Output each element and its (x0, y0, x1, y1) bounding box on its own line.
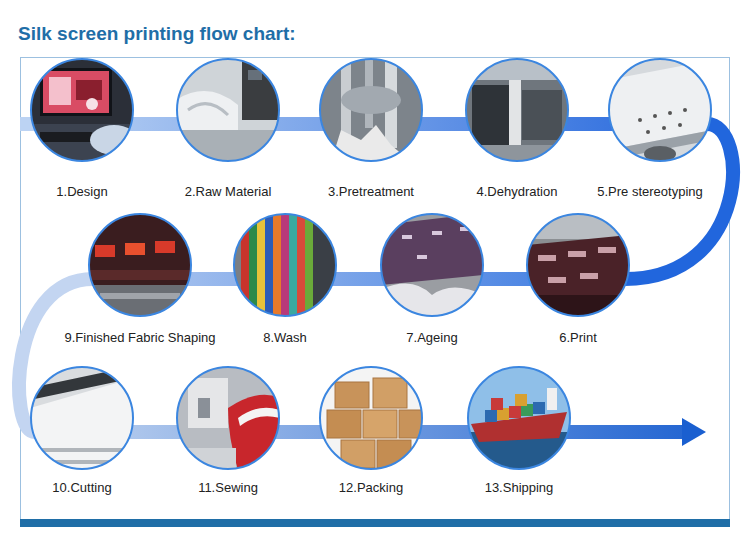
flow-band (129, 117, 181, 131)
process-circle: 7.Ageing (380, 213, 484, 317)
flow-band (479, 272, 531, 286)
print-photo (526, 213, 630, 317)
flow-band (129, 425, 181, 439)
pretreatment-photo (319, 58, 423, 162)
bottom-bar (20, 519, 730, 527)
step-label: 1.Design (56, 184, 107, 200)
shipping-photo (467, 366, 571, 472)
step-label: 4.Dehydration (477, 184, 558, 200)
raw-material-photo (176, 58, 286, 164)
step-label: 7.Ageing (406, 330, 457, 346)
process-circle: 9.Finished Fabric Shaping (88, 213, 192, 317)
pre-stereotyping-photo (608, 58, 712, 162)
step-label: 11.Sewing (198, 480, 258, 496)
process-circle: 4.Dehydration (465, 58, 569, 162)
flow-band (187, 272, 238, 286)
flow-band (275, 117, 324, 131)
process-circle: 12.Packing (319, 366, 423, 470)
process-circle: 13.Shipping (467, 366, 571, 470)
band-tail (560, 425, 686, 439)
flow-band (564, 117, 613, 131)
process-circle: 5.Pre stereotyping (608, 58, 712, 162)
cutting-photo (30, 366, 134, 470)
process-circle: 8.Wash (233, 213, 337, 317)
process-circle: 10.Cutting (30, 366, 134, 470)
process-circle: 6.Print (526, 213, 630, 317)
frame-border (21, 58, 730, 521)
step-label: 6.Print (559, 330, 597, 346)
step-label: 13.Shipping (485, 480, 554, 496)
process-circle: 1.Design (30, 58, 134, 162)
packing-photo (319, 366, 429, 470)
process-circle: 2.Raw Material (176, 58, 280, 162)
flow-band (275, 425, 324, 439)
arrow-head (682, 418, 706, 446)
dehydration-photo (465, 58, 569, 165)
step-label: 10.Cutting (52, 480, 111, 496)
process-circle: 11.Sewing (176, 366, 280, 470)
step-label: 2.Raw Material (185, 184, 272, 200)
flow-band (332, 272, 385, 286)
shaping-photo (88, 213, 192, 317)
step-label: 5.Pre stereotyping (597, 184, 703, 200)
flow-band (418, 117, 470, 131)
step-label: 12.Packing (339, 480, 403, 496)
process-circle: 3.Pretreatment (319, 58, 423, 162)
step-label: 3.Pretreatment (328, 184, 414, 200)
ageing-photo (380, 213, 484, 317)
design-photo (30, 58, 138, 164)
flow-band (418, 425, 472, 439)
step-label: 8.Wash (263, 330, 307, 346)
chart-title: Silk screen printing flow chart: (18, 22, 296, 46)
sewing-photo (176, 366, 280, 470)
wash-photo (233, 213, 337, 317)
step-label: 9.Finished Fabric Shaping (64, 330, 215, 346)
